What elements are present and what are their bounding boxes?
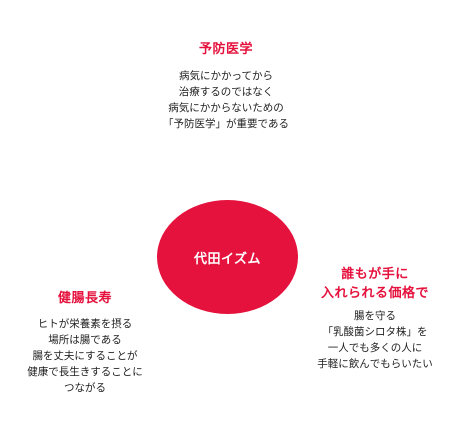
affordable-price-section: 誰もが手に 入れられる価格で 腸を守る 「乳酸菌シロタ株」を 一人でも多くの人に…: [300, 265, 450, 372]
shirota-ism-circle: 代田イズム: [157, 200, 298, 314]
preventive-medicine-line: 病気にかからないための: [168, 102, 284, 114]
healthy-gut-longevity-heading: 健腸長寿: [57, 291, 112, 306]
affordable-price-heading: 誰もが手に 入れられる価格で: [300, 265, 450, 303]
affordable-price-heading-line: 誰もが手に: [341, 267, 409, 282]
preventive-medicine-section: 予防医学 病気にかかってから 治療するのではなく 病気にかからないための 「予防…: [126, 40, 326, 132]
affordable-price-line: 腸を守る: [354, 310, 396, 322]
healthy-gut-longevity-line: 場所は腸である: [48, 334, 122, 346]
preventive-medicine-heading: 予防医学: [198, 42, 253, 57]
preventive-medicine-line: 「予防医学」が重要である: [163, 118, 289, 130]
affordable-price-line: 一人でも多くの人に: [327, 342, 423, 354]
preventive-medicine-line: 治療するのではなく: [178, 86, 274, 98]
healthy-gut-longevity-line: つながる: [64, 382, 106, 394]
affordable-price-line: 「乳酸菌シロタ株」を: [322, 326, 428, 338]
healthy-gut-longevity-line: 腸を丈夫にすることが: [32, 350, 138, 362]
affordable-price-heading-line: 入れられる価格で: [320, 286, 429, 301]
healthy-gut-longevity-line: 健康で長生きすることに: [27, 366, 143, 378]
preventive-medicine-line: 病気にかかってから: [179, 70, 273, 82]
affordable-price-line: 手軽に飲んでもらいたい: [317, 358, 433, 370]
healthy-gut-longevity-line: ヒトが栄養素を摂る: [37, 318, 133, 330]
shirota-ism-label: 代田イズム: [193, 251, 262, 267]
healthy-gut-longevity-section: 健腸長寿 ヒトが栄養素を摂る 場所は腸である 腸を丈夫にすることが 健康で長生き…: [10, 289, 160, 396]
